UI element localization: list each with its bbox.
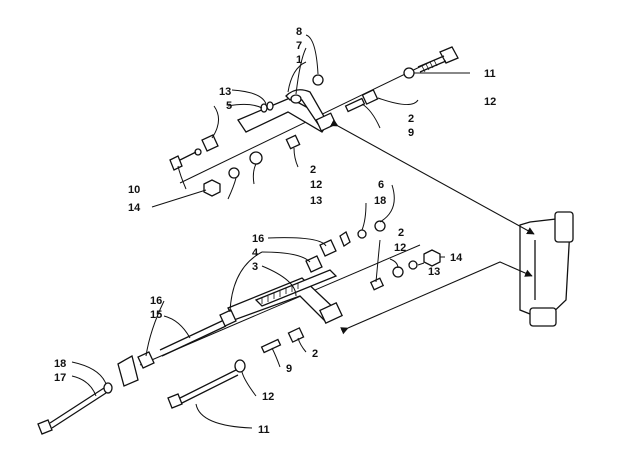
upper-a-arm-1 xyxy=(237,89,337,133)
callout-lower-2: 2 xyxy=(398,227,404,239)
callout-lower-18: 18 xyxy=(374,195,386,207)
lower-shaft-15 xyxy=(159,319,227,357)
callout-upper-13b: 13 xyxy=(310,195,322,207)
callout-lower-15: 15 xyxy=(150,309,162,321)
callout-upper-10: 10 xyxy=(128,184,140,196)
callout-upper-9: 9 xyxy=(408,127,414,139)
lower-bushing-4a xyxy=(305,255,323,273)
callout-upper-12b: 12 xyxy=(310,179,322,191)
upper-washer-13b xyxy=(266,101,274,111)
callout-lower-9: 9 xyxy=(286,363,292,375)
lower-bushing-2b xyxy=(287,327,305,343)
callout-upper-13: 13 xyxy=(219,86,231,98)
upper-washer-7 xyxy=(290,94,302,104)
upper-bushing-2b xyxy=(285,134,301,150)
callout-upper-11: 11 xyxy=(484,68,496,80)
upper-bushing-5 xyxy=(201,134,219,152)
callout-lower-4: 4 xyxy=(252,247,259,259)
upper-bolt-10 xyxy=(169,151,197,171)
callout-lower-18b: 18 xyxy=(54,358,66,370)
lower-sleeve-9 xyxy=(260,338,282,354)
lower-bolt-17 xyxy=(37,387,107,435)
lower-callouts: 6 18 16 4 3 2 12 14 13 16 15 18 17 2 9 1… xyxy=(54,179,463,436)
upper-a-arm-assembly xyxy=(169,46,459,197)
lower-bushing-16b xyxy=(137,351,155,369)
upper-washer-13d xyxy=(228,167,240,179)
lower-washer-18b xyxy=(103,382,113,394)
lower-nut-14 xyxy=(423,249,441,267)
callout-lower-12b: 12 xyxy=(262,391,274,403)
callout-lower-16b: 16 xyxy=(150,295,162,307)
lower-washer-12b xyxy=(234,359,246,373)
callout-lower-17: 17 xyxy=(54,372,66,384)
callout-lower-13: 13 xyxy=(428,266,440,278)
callout-lower-14: 14 xyxy=(450,252,463,264)
upper-washer-12 xyxy=(403,67,415,79)
lower-a-arm-assembly xyxy=(37,211,574,435)
lower-bolt-11 xyxy=(167,369,239,409)
upper-nut-8 xyxy=(312,74,324,86)
callout-lower-3: 3 xyxy=(252,261,258,273)
upper-bolt-11 xyxy=(417,46,459,73)
lower-nut-6 xyxy=(374,220,386,232)
callout-lower-11: 11 xyxy=(258,424,270,436)
callout-lower-12: 12 xyxy=(394,242,406,254)
upper-bushing-2 xyxy=(361,89,379,105)
callout-upper-8: 8 xyxy=(296,26,302,38)
lower-bracket xyxy=(117,355,139,387)
mounting-arrows xyxy=(330,119,535,335)
upper-sleeve-9 xyxy=(344,97,366,113)
leader-lines xyxy=(71,34,470,429)
upper-washer-12b xyxy=(249,151,263,165)
lower-a-arm-3 xyxy=(227,269,343,325)
frame-bracket xyxy=(519,211,574,327)
lower-bushing-4b xyxy=(219,309,237,327)
upper-nut-14 xyxy=(203,179,221,197)
callout-upper-5: 5 xyxy=(226,100,232,112)
callout-upper-2b: 2 xyxy=(310,164,316,176)
callout-upper-7: 7 xyxy=(296,40,302,52)
callout-upper-2: 2 xyxy=(408,113,414,125)
callout-upper-1: 1 xyxy=(296,54,302,66)
callout-lower-16: 16 xyxy=(252,233,264,245)
callout-upper-14: 14 xyxy=(128,202,141,214)
lower-washer-18a xyxy=(357,229,367,239)
upper-callouts: 8 7 1 13 5 11 12 2 9 10 14 2 12 13 xyxy=(128,26,496,214)
lower-bushing-2a xyxy=(369,277,385,291)
lower-washer-12a xyxy=(392,266,404,278)
callout-lower-6: 6 xyxy=(378,179,384,191)
callout-lower-2b: 2 xyxy=(312,348,318,360)
lower-washer-13a xyxy=(408,260,418,270)
callout-upper-12: 12 xyxy=(484,96,496,108)
